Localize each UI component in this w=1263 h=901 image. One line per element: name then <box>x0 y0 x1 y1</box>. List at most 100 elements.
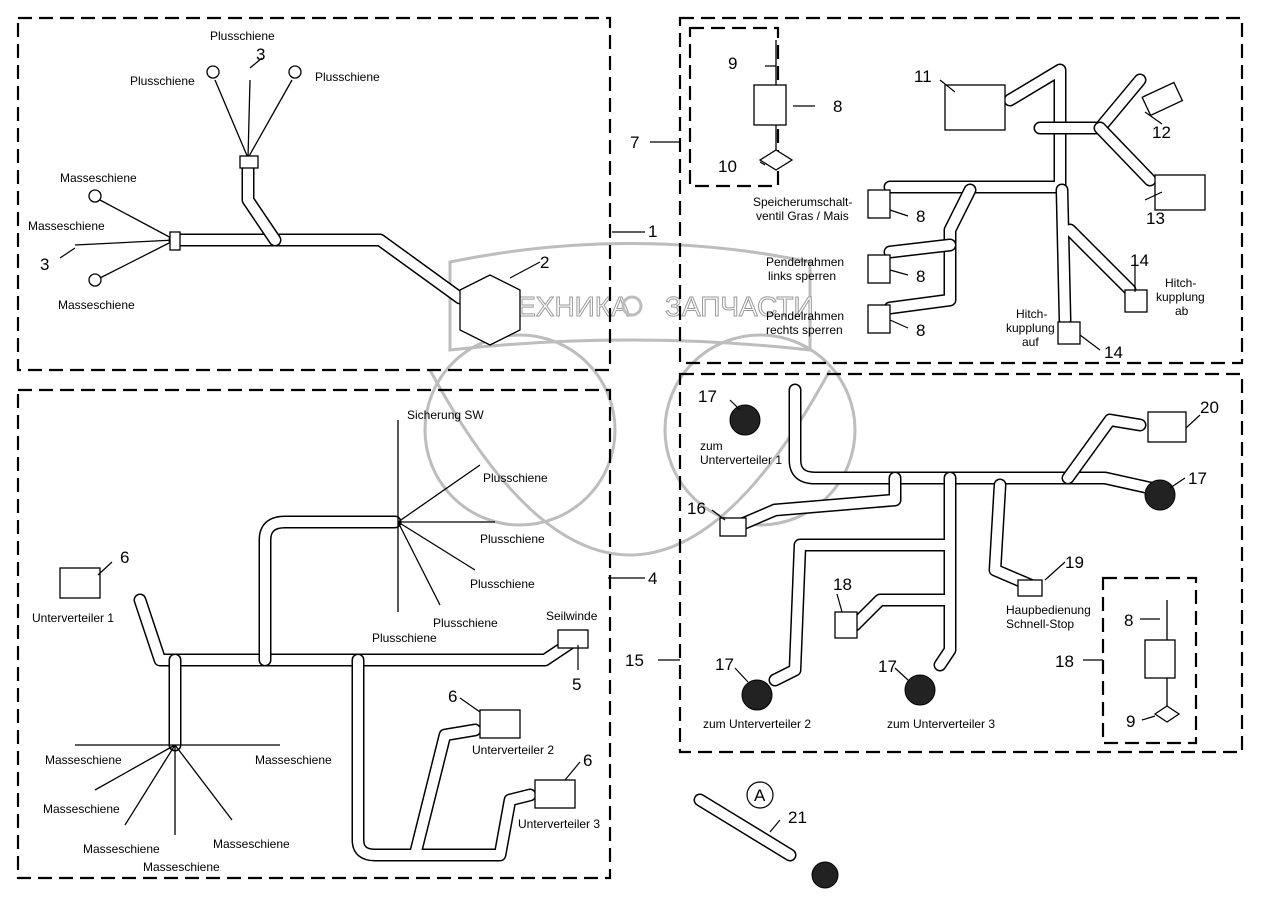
connector-17d <box>904 674 936 706</box>
callout-14b: 14 <box>1104 343 1123 362</box>
callout-8a: 8 <box>833 97 842 116</box>
seal-10 <box>758 149 794 171</box>
valve-8-detail <box>753 84 787 126</box>
connector-17a <box>729 404 761 436</box>
label-zum-uv2: zum Unterverteiler 2 <box>703 717 811 731</box>
callout-17b: 17 <box>1188 469 1207 488</box>
harness-7 <box>753 40 1206 345</box>
harness-1 <box>74 65 521 346</box>
valve-8a <box>867 189 891 219</box>
callout-11: 11 <box>914 67 932 86</box>
watermark: ТЕХНИКА ЗАПЧАСТИ <box>423 242 857 557</box>
label-plus-b1: Plusschiene <box>483 471 548 485</box>
callout-6c: 6 <box>583 751 592 770</box>
callout-15: 15 <box>625 651 644 670</box>
valve-8b <box>867 254 891 284</box>
label-m-b3: Masseschiene <box>43 802 120 816</box>
label-masse-3: Masseschiene <box>58 298 135 312</box>
label-zum-uv3: zum Unterverteiler 3 <box>887 717 995 731</box>
harness-4 <box>59 420 589 862</box>
connector-20 <box>1147 411 1187 443</box>
labels: Plusschiene Plusschiene Plusschiene Mass… <box>28 29 1205 874</box>
label-masse-2: Masseschiene <box>28 219 105 233</box>
callout-21: 21 <box>788 808 807 827</box>
callout-8b: 8 <box>916 207 925 226</box>
label-pendel-links-1: Pendelrahmen <box>766 255 844 269</box>
callouts: 1 2 3 3 4 5 6 6 6 7 8 8 8 8 8 9 9 10 11 … <box>40 45 1219 827</box>
callout-6a: 6 <box>120 548 129 567</box>
label-plus-left: Plusschiene <box>130 74 195 88</box>
label-m-b1: Masseschiene <box>45 753 122 767</box>
group-box-1 <box>16 16 612 372</box>
callout-8e: 8 <box>1124 611 1133 630</box>
connector-5 <box>557 629 589 649</box>
subgroup-box-8 <box>688 26 780 188</box>
group-box-7 <box>678 16 1244 365</box>
connector-6c <box>534 779 576 809</box>
callout-10: 10 <box>718 157 737 176</box>
callout-7: 7 <box>630 133 639 152</box>
connector-17b <box>1144 479 1176 511</box>
callout-20: 20 <box>1200 398 1219 417</box>
seal-9 <box>1153 705 1181 723</box>
callout-8c: 8 <box>916 267 925 286</box>
label-uv3: Unterverteiler 3 <box>518 817 600 831</box>
leader-lines <box>59 57 1201 833</box>
label-speicher-2: ventil Gras / Mais <box>756 209 849 223</box>
label-zum-uv1-1: zum <box>700 439 723 453</box>
label-hitch-auf-2: kupplung <box>1006 321 1055 335</box>
label-hitch-auf-3: auf <box>1022 335 1039 349</box>
callout-9a: 9 <box>728 54 737 73</box>
watermark-right-text: ЗАПЧАСТИ <box>665 291 814 322</box>
label-m-b2: Masseschiene <box>255 753 332 767</box>
label-plus-top: Plusschiene <box>210 29 275 43</box>
gear-icon <box>621 295 643 317</box>
callout-17d: 17 <box>878 657 897 676</box>
connector-12 <box>1141 81 1184 117</box>
callout-A: A <box>754 786 766 805</box>
label-plus-b3: Plusschiene <box>470 577 535 591</box>
callout-9b: 9 <box>1126 712 1135 731</box>
callout-16: 16 <box>687 499 706 518</box>
harness-15 <box>693 383 1187 889</box>
label-pendel-links-2: links sperren <box>768 269 836 283</box>
connector-16 <box>719 517 747 537</box>
valve-18 <box>834 611 858 639</box>
callout-3b: 3 <box>40 255 49 274</box>
label-sicherung: Sicherung SW <box>407 408 484 422</box>
watermark-shield <box>428 369 832 557</box>
callout-18a: 18 <box>833 575 852 594</box>
connector-11 <box>944 84 1006 131</box>
label-hitch-auf-1: Hitch- <box>1016 307 1047 321</box>
label-plus-b4: Plusschiene <box>433 616 498 630</box>
watermark-left-text: ТЕХНИКА <box>500 291 630 322</box>
watermark-circle-right <box>663 333 857 527</box>
label-zum-uv1-2: Unterverteiler 1 <box>700 453 782 467</box>
connector-17c <box>741 679 773 711</box>
connector-13 <box>1154 174 1206 211</box>
callout-4: 4 <box>648 569 657 588</box>
watermark-circle-left <box>423 333 617 527</box>
label-plus-b2: Plusschiene <box>480 532 545 546</box>
label-hitch-ab-2: kupplung <box>1156 290 1205 304</box>
connector-14a <box>1057 321 1081 345</box>
callout-3a: 3 <box>256 45 265 64</box>
label-haupt-2: Schnell-Stop <box>1006 617 1074 631</box>
label-speicher-1: Speicherumschalt- <box>753 195 852 209</box>
callout-17c: 17 <box>715 655 734 674</box>
label-m-b6: Masseschiene <box>143 860 220 874</box>
label-plus-b5: Plusschiene <box>372 631 437 645</box>
group-box-4 <box>16 388 612 880</box>
connector-19 <box>1017 579 1043 597</box>
callout-17a: 17 <box>698 387 717 406</box>
callout-12: 12 <box>1152 123 1171 142</box>
connector-2 <box>459 274 521 346</box>
valve-8c <box>867 304 891 334</box>
connector-6b <box>479 709 521 739</box>
callout-18b: 18 <box>1055 652 1074 671</box>
label-m-b5: Masseschiene <box>213 837 290 851</box>
label-m-b4: Masseschiene <box>83 842 160 856</box>
label-uv2: Unterverteiler 2 <box>472 743 554 757</box>
callout-8d: 8 <box>916 321 925 340</box>
callout-19: 19 <box>1065 553 1084 572</box>
